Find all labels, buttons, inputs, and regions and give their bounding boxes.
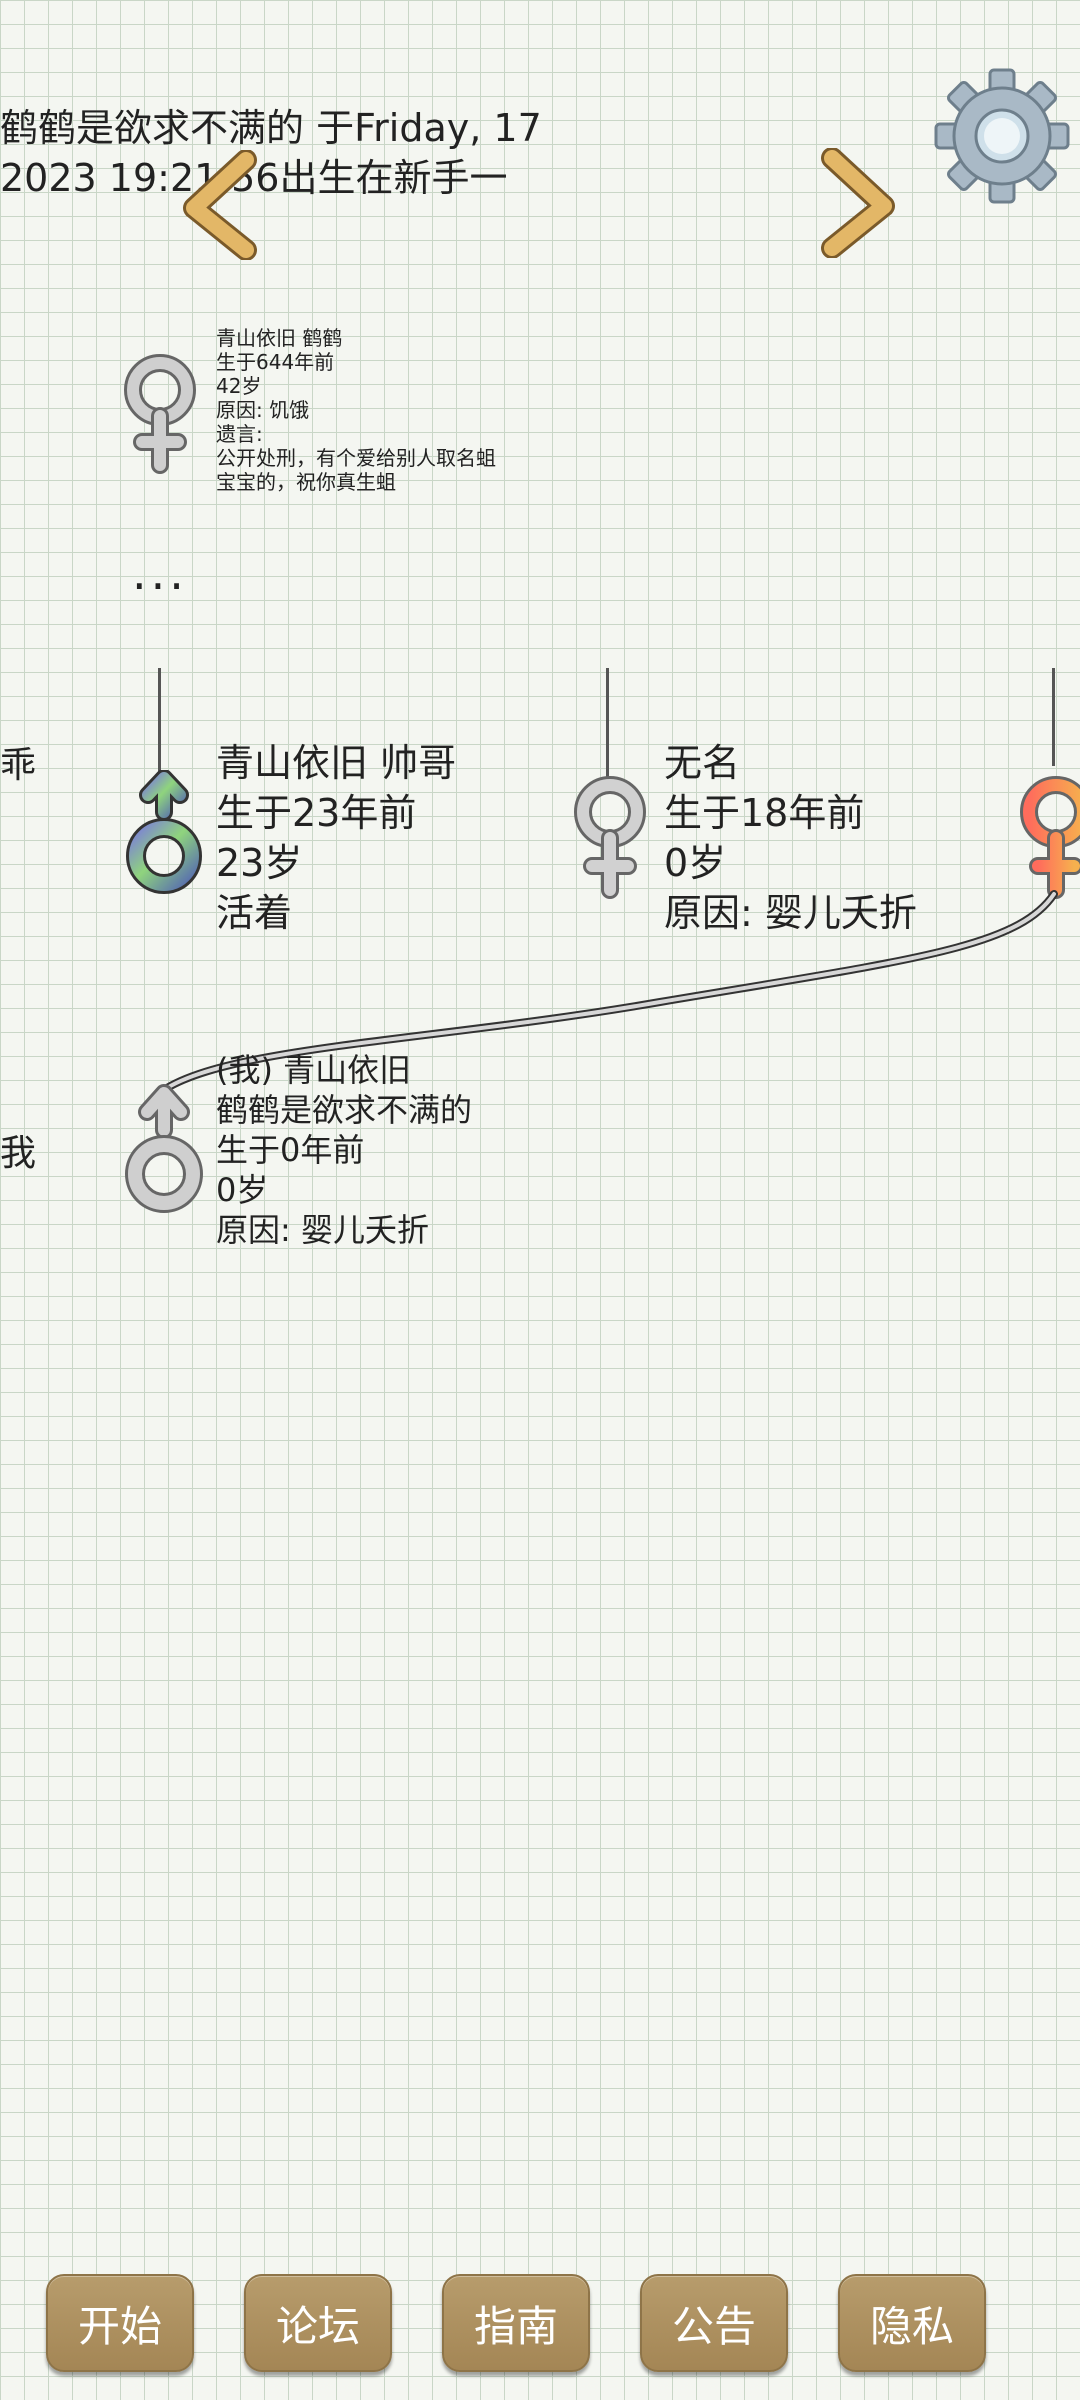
ancestor-name: 青山依旧 鹤鹤 (216, 326, 343, 350)
me-born: 生于0年前 (216, 1131, 365, 1169)
edge-text-1: 乖 (0, 745, 37, 786)
me-cause: 原因: 婴儿夭折 (216, 1211, 429, 1249)
chevron-right-icon[interactable] (814, 148, 904, 258)
edge-text-2: 我 (0, 1133, 37, 1174)
father-details: 青山依旧 帅哥 生于23年前 23岁 活着 (216, 738, 456, 938)
me-prefix: (我) 青山依旧 (216, 1051, 412, 1089)
gear-icon[interactable] (932, 66, 1072, 206)
female-symbol-icon (574, 776, 646, 899)
ancestor-will-line-1: 公开处刑，有个爱给别人取名蛆 (216, 446, 496, 470)
father-status: 活着 (216, 891, 293, 935)
father-born: 生于23年前 (216, 791, 417, 835)
ancestor-born: 生于644年前 (216, 350, 335, 374)
male-symbol-icon (125, 1084, 203, 1213)
me-age: 0岁 (216, 1171, 269, 1209)
announcement-button[interactable]: 公告 (640, 2274, 788, 2372)
mother-cause: 原因: 婴儿夭折 (664, 891, 917, 935)
me-details: (我) 青山依旧 鹤鹤是欲求不满的 生于0年前 0岁 原因: 婴儿夭折 (216, 1050, 472, 1250)
mother-details: 无名 生于18年前 0岁 原因: 婴儿夭折 (664, 738, 917, 938)
ancestor-age: 42岁 (216, 374, 262, 398)
father-age: 23岁 (216, 841, 303, 885)
female-symbol-icon (124, 354, 196, 474)
hang-line-mother (606, 668, 609, 780)
female-symbol-icon (1020, 776, 1080, 899)
ancestor-will-line-2: 宝宝的，祝你真生蛆 (216, 470, 396, 494)
ellipsis: ... (132, 546, 188, 600)
header-line-1: 鹤鹤是欲求不满的 于Friday, 17 (0, 106, 542, 150)
ancestor-will-label: 遗言: (216, 422, 263, 446)
hang-line-right (1052, 668, 1055, 766)
hang-line-father (158, 668, 161, 788)
guide-button[interactable]: 指南 (442, 2274, 590, 2372)
privacy-button[interactable]: 隐私 (838, 2274, 986, 2372)
chevron-left-icon[interactable] (176, 150, 266, 260)
me-name: 鹤鹤是欲求不满的 (216, 1091, 473, 1129)
mother-age: 0岁 (664, 841, 727, 885)
mother-name: 无名 (664, 741, 741, 785)
mother-born: 生于18年前 (664, 791, 865, 835)
forum-button[interactable]: 论坛 (244, 2274, 392, 2372)
male-symbol-icon (126, 770, 202, 894)
ancestor-cause: 原因: 饥饿 (216, 398, 310, 422)
start-button[interactable]: 开始 (46, 2274, 194, 2372)
father-name: 青山依旧 帅哥 (216, 741, 457, 785)
ancestor-details: 青山依旧 鹤鹤 生于644年前 42岁 原因: 饥饿 遗言: 公开处刑，有个爱给… (216, 326, 496, 494)
